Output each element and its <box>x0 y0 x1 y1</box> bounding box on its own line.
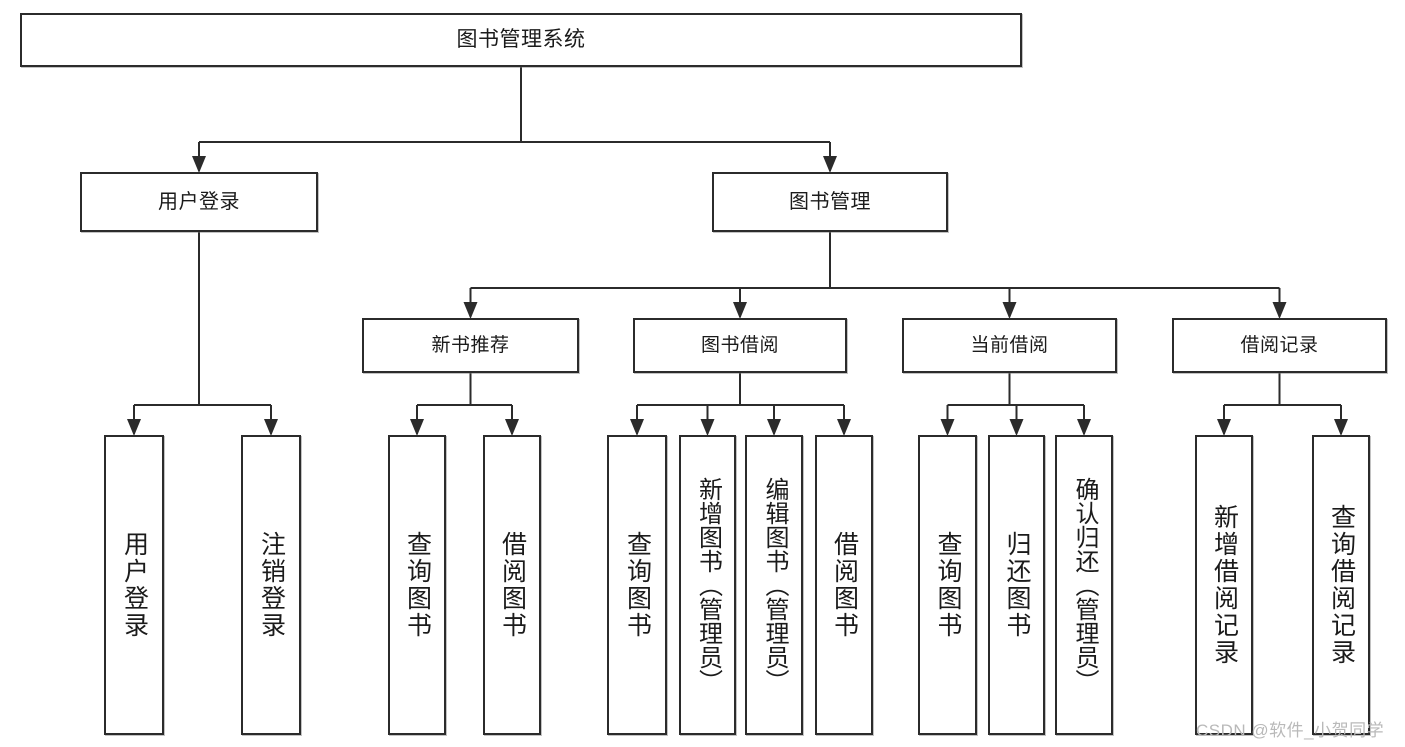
node-f6[interactable]: 新增图书（管理员） <box>679 435 736 735</box>
node-f10[interactable]: 归还图书 <box>988 435 1045 735</box>
node-label: 用户登录 <box>158 190 240 213</box>
node-l2d[interactable]: 借阅记录 <box>1172 318 1387 373</box>
node-f3[interactable]: 查询图书 <box>388 435 446 735</box>
node-f8[interactable]: 借阅图书 <box>815 435 873 735</box>
node-f7[interactable]: 编辑图书（管理员） <box>745 435 803 735</box>
node-f12[interactable]: 新增借阅记录 <box>1195 435 1253 735</box>
node-label: 查询图书 <box>623 531 652 639</box>
node-label: 确认归还（管理员） <box>1071 477 1098 693</box>
node-label: 图书借阅 <box>700 334 779 356</box>
node-l1a[interactable]: 用户登录 <box>80 172 318 232</box>
node-l1b[interactable]: 图书管理 <box>712 172 948 232</box>
node-label: 借阅图书 <box>498 531 527 639</box>
node-label: 新增借阅记录 <box>1210 504 1239 666</box>
node-f1[interactable]: 用户登录 <box>104 435 164 735</box>
node-f4[interactable]: 借阅图书 <box>483 435 541 735</box>
node-f9[interactable]: 查询图书 <box>918 435 977 735</box>
node-label: 借阅记录 <box>1240 334 1319 356</box>
node-root[interactable]: 图书管理系统 <box>20 13 1022 67</box>
watermark-label: CSDN @软件_小贺同学 <box>1196 721 1385 740</box>
node-label: 编辑图书（管理员） <box>761 477 788 693</box>
node-label: 图书管理 <box>789 190 871 213</box>
node-label: 查询借阅记录 <box>1327 504 1356 666</box>
node-label: 注销登录 <box>257 531 286 639</box>
node-label: 查询图书 <box>934 531 962 639</box>
node-f13[interactable]: 查询借阅记录 <box>1312 435 1370 735</box>
node-label: 用户登录 <box>120 531 149 639</box>
node-l2b[interactable]: 图书借阅 <box>633 318 847 373</box>
node-label: 归还图书 <box>1003 531 1031 639</box>
node-l2a[interactable]: 新书推荐 <box>362 318 579 373</box>
node-label: 新书推荐 <box>431 334 510 356</box>
node-f2[interactable]: 注销登录 <box>241 435 301 735</box>
node-label: 当前借阅 <box>970 334 1049 356</box>
node-label: 查询图书 <box>403 531 432 639</box>
node-l2c[interactable]: 当前借阅 <box>902 318 1117 373</box>
node-label: 图书管理系统 <box>456 28 586 52</box>
node-f11[interactable]: 确认归还（管理员） <box>1055 435 1113 735</box>
node-label: 新增图书（管理员） <box>694 477 722 693</box>
node-f5[interactable]: 查询图书 <box>607 435 667 735</box>
node-label: 借阅图书 <box>830 531 859 639</box>
